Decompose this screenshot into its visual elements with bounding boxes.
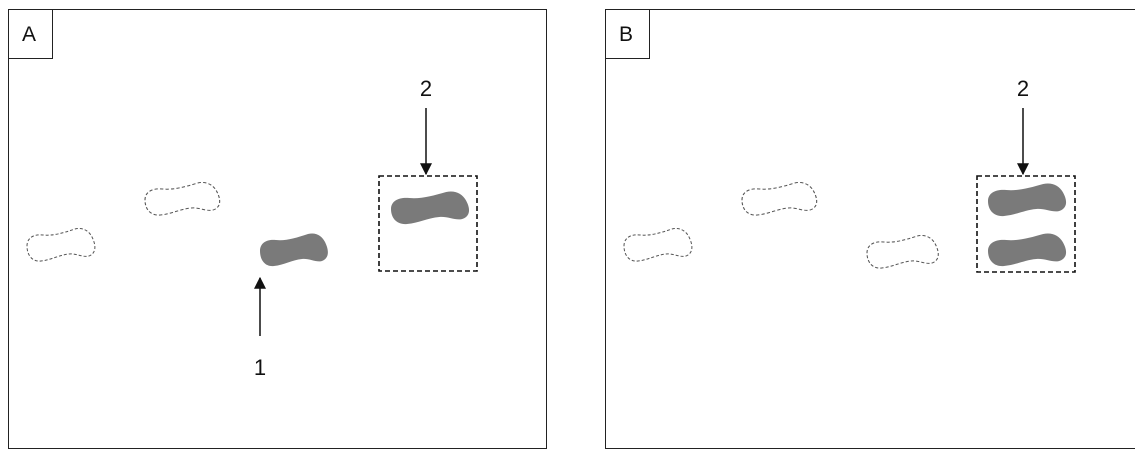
footprint-outline xyxy=(623,227,693,262)
footprint-filled xyxy=(988,183,1067,217)
callout-label-1: 1 xyxy=(254,355,266,380)
panel-b-drawing: 2 xyxy=(623,76,1076,273)
panel-a: A 1 2 xyxy=(8,9,547,449)
footprint-outline xyxy=(144,181,221,216)
footprint-filled xyxy=(391,191,470,225)
selection-box xyxy=(976,175,1076,273)
panel-label: B xyxy=(606,10,650,59)
footprint-outline xyxy=(866,234,939,269)
footprint-outline xyxy=(741,181,818,216)
panel-label: A xyxy=(9,10,53,59)
footprint-outline xyxy=(26,227,96,262)
panel-a-drawing: 1 2 xyxy=(26,76,478,380)
selection-box xyxy=(378,175,478,272)
footprint-filled xyxy=(260,233,328,267)
panel-b: B 2 xyxy=(605,9,1135,449)
footprint-filled xyxy=(988,233,1067,267)
callout-label-2: 2 xyxy=(1017,76,1029,101)
callout-label-2: 2 xyxy=(420,76,432,101)
